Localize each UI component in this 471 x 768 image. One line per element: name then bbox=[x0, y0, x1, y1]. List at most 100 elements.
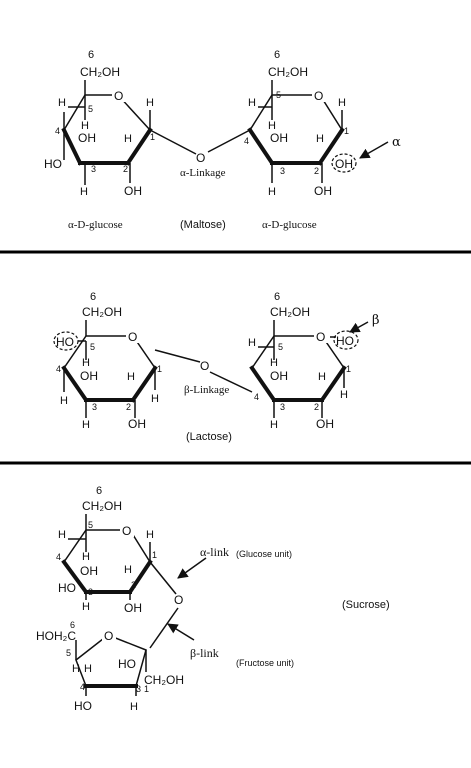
lactose-right-ring: 6 CH₂OH O 5 H H 4 OH H 3 2 H OH 1 H bbox=[248, 291, 380, 431]
sucrose-panel: 6 CH₂OH O 5 H H 4 OH H HO 3 2 H OH 1 bbox=[36, 485, 390, 713]
c1-number: 1 bbox=[157, 364, 162, 374]
right-unit-label: α-D-glucose bbox=[262, 219, 317, 231]
c3-number: 3 bbox=[136, 684, 141, 694]
h-label: H bbox=[58, 529, 66, 541]
c4-number: 4 bbox=[254, 392, 259, 402]
h-label: H bbox=[82, 551, 90, 563]
c4-number: 4 bbox=[244, 136, 249, 146]
c4-number: 4 bbox=[80, 682, 85, 692]
h-label: H bbox=[82, 601, 90, 613]
oh-label: OH bbox=[270, 131, 288, 145]
ch2oh-label: CH₂OH bbox=[82, 499, 122, 513]
c5-number: 5 bbox=[278, 342, 283, 352]
oh-label: OH bbox=[124, 184, 142, 198]
beta-link-label: β-link bbox=[190, 646, 219, 660]
glycosidic-oxygen: O bbox=[200, 359, 209, 373]
alpha-link-label: α-link bbox=[200, 545, 229, 559]
ch2oh-label: CH₂OH bbox=[270, 305, 310, 319]
ring-oxygen: O bbox=[114, 89, 123, 103]
c3-number: 3 bbox=[280, 166, 285, 176]
ring-oxygen: O bbox=[314, 89, 323, 103]
c1-number: 1 bbox=[150, 132, 155, 142]
c2-number: 2 bbox=[131, 580, 136, 590]
c5-number: 5 bbox=[66, 648, 71, 658]
beta-arrow bbox=[349, 321, 369, 333]
ch2oh-label: CH₂OH bbox=[268, 65, 308, 79]
oh-label: OH bbox=[124, 601, 142, 615]
h-label: H bbox=[124, 133, 132, 145]
c1-number: 1 bbox=[144, 684, 149, 694]
ho-label: HO bbox=[58, 581, 76, 595]
ho-label: HO bbox=[118, 657, 136, 671]
h-label: H bbox=[60, 395, 68, 407]
ring-oxygen: O bbox=[104, 629, 113, 643]
c6-label: 6 bbox=[70, 620, 75, 630]
anomeric-oh-highlight bbox=[331, 153, 357, 173]
h-label: H bbox=[130, 701, 138, 713]
c3-number: 3 bbox=[91, 164, 96, 174]
h-label: H bbox=[318, 371, 326, 383]
maltose-right-glucose-ring: 6 CH₂OH O 5 H H 4 OH H 3 2 H OH 1 H bbox=[244, 49, 401, 198]
c2-number: 2 bbox=[123, 164, 128, 174]
maltose-name: (Maltose) bbox=[180, 219, 226, 231]
h-label: H bbox=[248, 97, 256, 109]
oh-label: OH bbox=[128, 417, 146, 431]
lactose-left-ring: 6 CH₂OH O 5 HO H 4 H OH H 3 2 H OH bbox=[53, 291, 162, 431]
anomeric-oh-highlight bbox=[333, 330, 359, 350]
h-label: H bbox=[338, 97, 346, 109]
c3-number: 3 bbox=[92, 402, 97, 412]
c3-number: 3 bbox=[88, 587, 93, 597]
h-label: H bbox=[80, 186, 88, 198]
anomeric-oh-label: OH bbox=[335, 157, 353, 171]
c4-number: 4 bbox=[55, 126, 60, 136]
c2-number: 2 bbox=[126, 402, 131, 412]
lactose-name: (Lactose) bbox=[186, 431, 232, 443]
fructose-unit-label: (Fructose unit) bbox=[236, 658, 294, 668]
c2-number: 2 bbox=[314, 402, 319, 412]
h-label: H bbox=[146, 529, 154, 541]
alpha-link-arrow bbox=[177, 557, 207, 579]
h-label: H bbox=[82, 419, 90, 431]
c1-number: 1 bbox=[346, 364, 351, 374]
hoh2c-label: HOH₂C bbox=[36, 629, 76, 643]
h-label: H bbox=[270, 419, 278, 431]
lactose-panel: 6 CH₂OH O 5 HO H 4 H OH H 3 2 H OH bbox=[53, 291, 380, 443]
c2-number: 2 bbox=[314, 166, 319, 176]
maltose-left-glucose-ring: 6 CH₂OH O 5 H H 4 HO OH H 2 3 H OH bbox=[44, 49, 155, 198]
ho-label: HO bbox=[74, 699, 92, 713]
h-label: H bbox=[268, 120, 276, 132]
h-label: H bbox=[146, 97, 154, 109]
c5-number: 5 bbox=[276, 90, 281, 100]
sucrose-name: (Sucrose) bbox=[342, 599, 390, 611]
ho-label: HO bbox=[44, 157, 62, 171]
c1-number: 1 bbox=[152, 550, 157, 560]
sucrose-fructose-ring: 6 HOH₂C O 5 H H 4 HO HO H 3 1 CH₂OH bbox=[36, 620, 184, 713]
h-label: H bbox=[316, 133, 324, 145]
h-label: H bbox=[82, 357, 90, 369]
c6-label: 6 bbox=[274, 291, 280, 303]
oh-label: OH bbox=[270, 369, 288, 383]
h-label: H bbox=[151, 393, 159, 405]
beta-linkage-label: β-Linkage bbox=[184, 384, 229, 396]
beta-link-arrow bbox=[167, 623, 195, 641]
c6-label: 6 bbox=[88, 49, 94, 61]
oh-label: OH bbox=[316, 417, 334, 431]
maltose-panel: 6 CH₂OH O 5 H H 4 HO OH H 2 3 H OH bbox=[44, 49, 401, 231]
oh-label: OH bbox=[80, 564, 98, 578]
ch2oh-label: CH₂OH bbox=[80, 65, 120, 79]
ho-label: HO bbox=[56, 335, 74, 349]
left-unit-label: α-D-glucose bbox=[68, 219, 123, 231]
sucrose-glucose-ring: 6 CH₂OH O 5 H H 4 OH H HO 3 2 H OH 1 bbox=[56, 485, 157, 615]
c5-number: 5 bbox=[88, 104, 93, 114]
c6-label: 6 bbox=[274, 49, 280, 61]
c6-label: 6 bbox=[96, 485, 102, 497]
c4-number: 4 bbox=[56, 364, 61, 374]
alpha-arrow bbox=[359, 141, 389, 159]
anomeric-ho-label: HO bbox=[336, 334, 354, 348]
h-label: H bbox=[124, 564, 132, 576]
glycosidic-oxygen: O bbox=[174, 593, 183, 607]
oh-label: OH bbox=[80, 369, 98, 383]
c6-label: 6 bbox=[90, 291, 96, 303]
c4-number: 4 bbox=[56, 552, 61, 562]
